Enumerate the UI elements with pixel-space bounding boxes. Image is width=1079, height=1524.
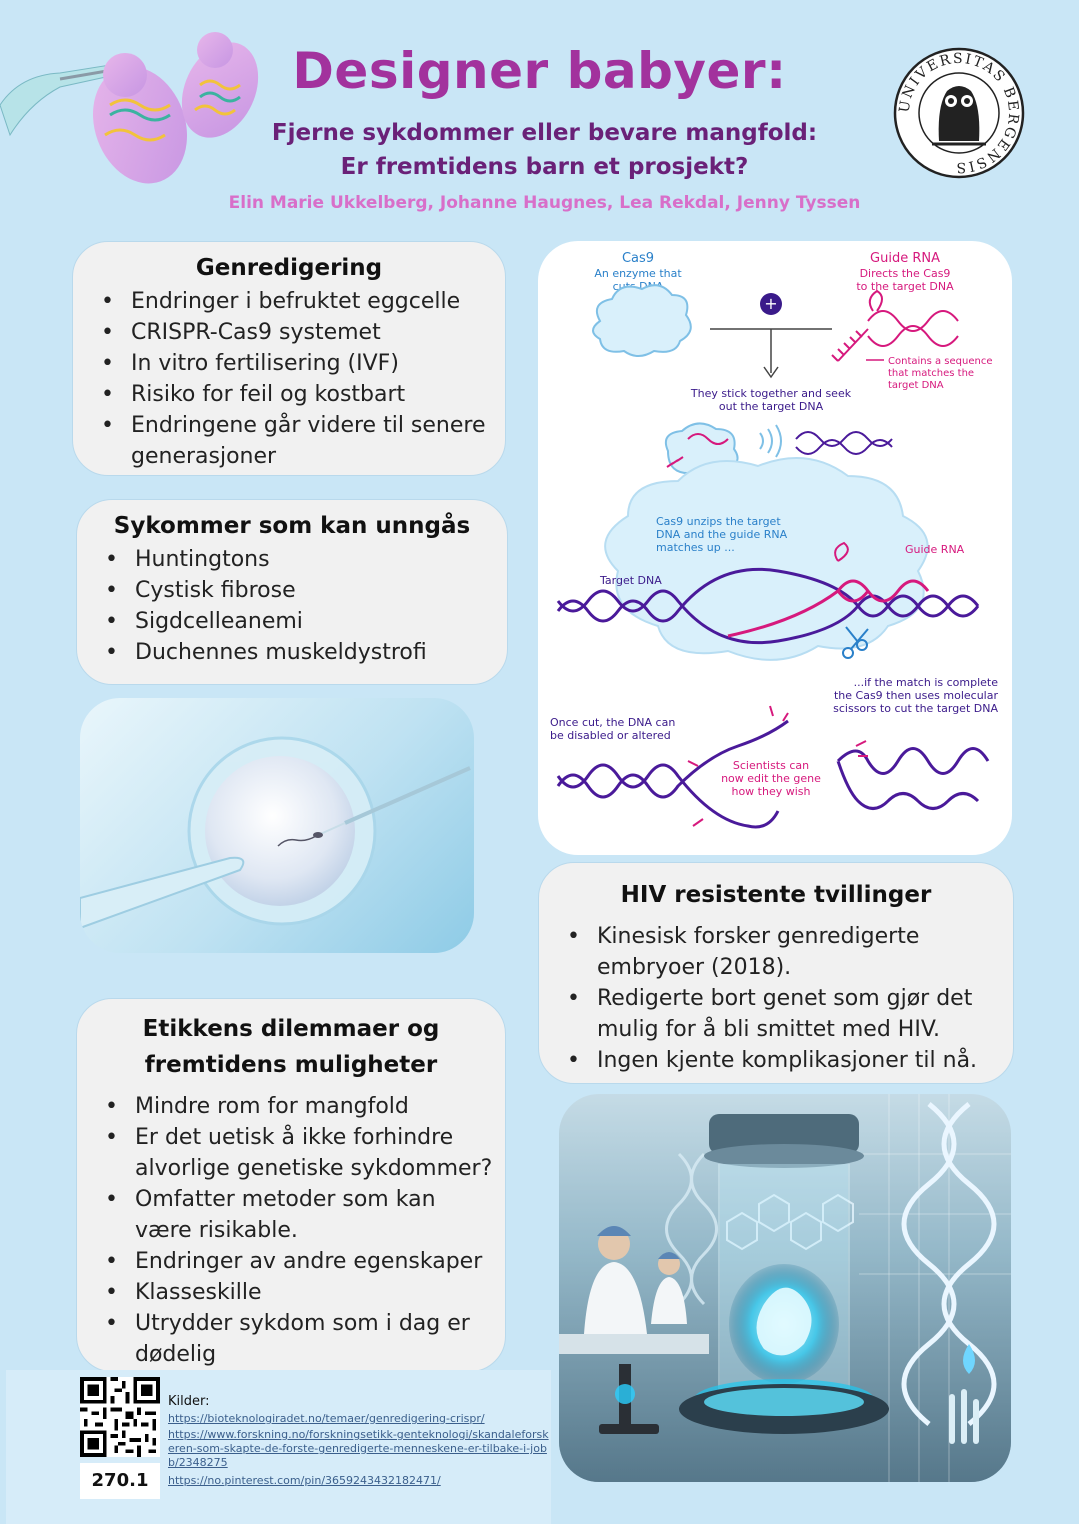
match-label: ...if the match is complete: [854, 676, 999, 689]
hiv-list: Kinesisk forsker genredigerte embryoer (…: [539, 921, 1013, 1076]
guide-rna-strand-icon: [831, 289, 959, 362]
cas9-desc: An enzyme that: [594, 267, 682, 280]
list-item: Endringer av andre egenskaper: [105, 1246, 493, 1277]
microscope-icon: [599, 1364, 659, 1434]
match-label: the Cas9 then uses molecular: [834, 689, 999, 702]
scientists-label: now edit the gene: [721, 772, 821, 785]
cas9-title: Cas9: [622, 251, 654, 266]
list-item: Endringene går videre til senere generas…: [101, 410, 491, 472]
list-item: Duchennes muskeldystrofi: [105, 637, 507, 668]
plus-icon: [760, 293, 782, 315]
scientists-label: how they wish: [731, 785, 810, 798]
guide-rna-desc: Directs the Cas9: [860, 267, 951, 280]
subtitle-line-1: Fjerne sykdommer eller bevare mangfold:: [271, 120, 818, 146]
hiv-card: HIV resistente tvillinger Kinesisk forsk…: [538, 862, 1014, 1084]
guide-rna-title: Guide RNA: [870, 251, 940, 266]
target-dna-label: Target DNA: [599, 574, 662, 587]
source-link[interactable]: https://no.pinterest.com/pin/36592434321…: [168, 1474, 441, 1487]
scissors-icon: [842, 626, 869, 659]
genredigering-card: Genredigering Endringer i befruktet eggc…: [72, 241, 506, 476]
match-label: scissors to cut the target DNA: [833, 702, 998, 715]
sykdommer-card: Sykommer som kan unngås Huntingtons Cyst…: [76, 499, 508, 685]
sources-label: Kilder:: [168, 1394, 210, 1409]
stick-label: out the target DNA: [719, 400, 824, 413]
hexagon-icon: [726, 1193, 854, 1251]
svg-text:+: +: [764, 294, 777, 313]
list-item: In vitro fertilisering (IVF): [101, 348, 491, 379]
contains-label: that matches the: [888, 368, 974, 379]
sparkle-icon: [687, 705, 868, 827]
scientists-label: Scientists can: [733, 759, 809, 772]
university-seal-logo: UNIVERSITAS BERGENSIS: [892, 46, 1026, 180]
source-link[interactable]: https://bioteknologiradet.no/temaer/genr…: [168, 1412, 485, 1425]
once-cut-label: Once cut, the DNA can: [550, 716, 675, 729]
list-item: Klasseskille: [105, 1277, 493, 1308]
hiv-heading: HIV resistente tvillinger: [620, 882, 932, 908]
guide-rna-label: Guide RNA: [905, 543, 965, 556]
contains-label: target DNA: [888, 380, 944, 391]
guide-rna-desc: to the target DNA: [856, 280, 954, 293]
unzip-label: Cas9 unzips the target: [656, 515, 781, 528]
etikk-heading-line-2: fremtidens muligheter: [144, 1052, 438, 1078]
genredigering-heading: Genredigering: [195, 255, 383, 281]
scientist-figure: [651, 1252, 687, 1324]
authors: Elin Marie Ukkelberg, Johanne Haugnes, L…: [228, 193, 861, 213]
list-item: Er det uetisk å ikke forhindre alvorlige…: [105, 1122, 493, 1184]
poster-subtitle: Fjerne sykdommer eller bevare mangfold: …: [200, 116, 889, 184]
target-dna-icon: [795, 431, 893, 455]
list-item: Ingen kjente komplikasjoner til nå.: [567, 1045, 1003, 1076]
unzip-label: matches up ...: [656, 541, 735, 554]
header-illustration: [0, 15, 300, 200]
dna-helix-icon: [901, 1102, 997, 1426]
list-item: CRISPR-Cas9 systemet: [101, 317, 491, 348]
genredigering-list: Endringer i befruktet eggcelle CRISPR-Ca…: [73, 286, 505, 472]
list-item: Endringer i befruktet eggcelle: [101, 286, 491, 317]
poster-title: Designer babyer:: [292, 42, 787, 100]
edited-dna-icon: [556, 719, 990, 829]
sykdommer-heading: Sykommer som kan unngås: [113, 513, 471, 539]
contains-label: Contains a sequence: [888, 356, 993, 367]
signal-icon: [759, 424, 782, 458]
once-cut-label: be disabled or altered: [550, 729, 671, 742]
unzipped-dna-icon: [556, 541, 980, 645]
futuristic-lab-image: [559, 1094, 1011, 1482]
cas9-cloud-icon: [592, 284, 692, 357]
subtitle-line-2: Er fremtidens barn et prosjekt?: [340, 154, 749, 180]
etikk-card: Etikkens dilemmaer og fremtidens mulighe…: [76, 998, 506, 1372]
list-item: Huntingtons: [105, 544, 507, 575]
etikk-heading-line-1: Etikkens dilemmaer og: [142, 1016, 440, 1042]
poster-number: 270.1: [80, 1463, 160, 1499]
egg-cell-injection-image: [80, 698, 474, 953]
list-item: Kinesisk forsker genredigerte embryoer (…: [567, 921, 1003, 983]
unzip-label: DNA and the guide RNA: [656, 528, 788, 541]
sykdommer-list: Huntingtons Cystisk fibrose Sigdcelleane…: [77, 544, 507, 668]
list-item: Cystisk fibrose: [105, 575, 507, 606]
list-item: Omfatter metoder som kan være risikable.: [105, 1184, 493, 1246]
list-item: Mindre rom for mangfold: [105, 1091, 493, 1122]
crispr-diagram: Cas9 An enzyme that cuts DNA Guide RNA D…: [538, 241, 1012, 855]
list-item: Sigdcelleanemi: [105, 606, 507, 637]
source-link[interactable]: https://www.forskning.no/forskningsetikk…: [168, 1428, 549, 1469]
qr-code[interactable]: [80, 1377, 160, 1457]
list-item: Utrydder sykdom som i dag er dødelig: [105, 1308, 493, 1370]
droplet-icon: [963, 1344, 975, 1374]
arrow-down-icon: [763, 366, 779, 379]
stick-label: They stick together and seek: [690, 387, 852, 400]
etikk-list: Mindre rom for mangfold Er det uetisk å …: [77, 1091, 505, 1370]
list-item: Risiko for feil og kostbart: [101, 379, 491, 410]
cas9-large-cloud-icon: [604, 457, 929, 661]
scientist-figure: [584, 1226, 647, 1334]
list-item: Redigerte bort genet som gjør det mulig …: [567, 983, 1003, 1045]
